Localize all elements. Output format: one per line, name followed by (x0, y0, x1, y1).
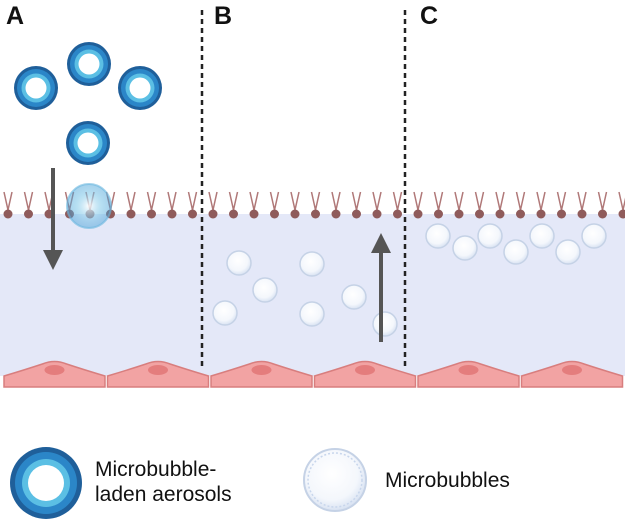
surfactant-molecule (598, 192, 607, 219)
microbubble (530, 224, 554, 248)
microbubble (504, 240, 528, 264)
surfactant-molecule (188, 192, 197, 219)
surfactant-molecule (209, 192, 218, 219)
surfactant-molecule (578, 192, 587, 219)
microbubble (300, 252, 324, 276)
surfactant-molecule (4, 192, 13, 219)
surfactant-molecule (557, 192, 566, 219)
cell-nucleus (148, 365, 168, 375)
microbubble-icon (304, 449, 366, 511)
cell-nucleus (252, 365, 272, 375)
surfactant-molecule (455, 192, 464, 219)
surfactant-molecule (311, 192, 320, 219)
surfactant-molecule (619, 192, 625, 219)
microbubble (426, 224, 450, 248)
panel-label-b: B (214, 2, 232, 31)
surfactant-molecule (352, 192, 361, 219)
microbubble-laden-aerosol (66, 121, 110, 165)
aerosol-group (14, 42, 162, 165)
surfactant-molecule (496, 192, 505, 219)
microbubble (227, 251, 251, 275)
microbubble (213, 301, 237, 325)
aerosol-dissolving-icon (67, 184, 111, 228)
legend-aerosol-line2: laden aerosols (95, 482, 232, 507)
cell-nucleus (562, 365, 582, 375)
legend-aerosol-line1: Microbubble- (95, 457, 232, 482)
microbubble (556, 240, 580, 264)
panel-label-c: C (420, 2, 438, 31)
surfactant-molecule (24, 192, 33, 219)
surfactant-molecule (414, 192, 423, 219)
surfactant-molecule (229, 192, 238, 219)
microbubble (300, 302, 324, 326)
surfactant-molecule (291, 192, 300, 219)
panel-label-a: A (6, 2, 24, 31)
microbubble (453, 236, 477, 260)
surfactant-molecule (250, 192, 259, 219)
cell-nucleus (459, 365, 479, 375)
microbubble (373, 312, 397, 336)
surfactant-molecule (373, 192, 382, 219)
cell-nucleus (45, 365, 65, 375)
surfactant-molecule (475, 192, 484, 219)
microbubble (478, 224, 502, 248)
cell-nucleus (355, 365, 375, 375)
surfactant-molecule (168, 192, 177, 219)
surfactant-molecule (537, 192, 546, 219)
microbubble (582, 224, 606, 248)
surfactant-molecule (270, 192, 279, 219)
legend-microbubble-label: Microbubbles (385, 468, 510, 493)
microbubble-laden-aerosol (14, 66, 58, 110)
microbubble (342, 285, 366, 309)
microbubble-laden-aerosol (118, 66, 162, 110)
surfactant-molecule (434, 192, 443, 219)
microbubble-laden-aerosol-icon (10, 447, 82, 519)
surfactant-molecule (516, 192, 525, 219)
surfactant-molecule (332, 192, 341, 219)
surfactant-molecule (147, 192, 156, 219)
microbubble-laden-aerosol (67, 42, 111, 86)
microbubble (253, 278, 277, 302)
legend-aerosol-label: Microbubble- laden aerosols (95, 457, 232, 507)
surfactant-molecule (393, 192, 402, 219)
surfactant-molecule (127, 192, 136, 219)
